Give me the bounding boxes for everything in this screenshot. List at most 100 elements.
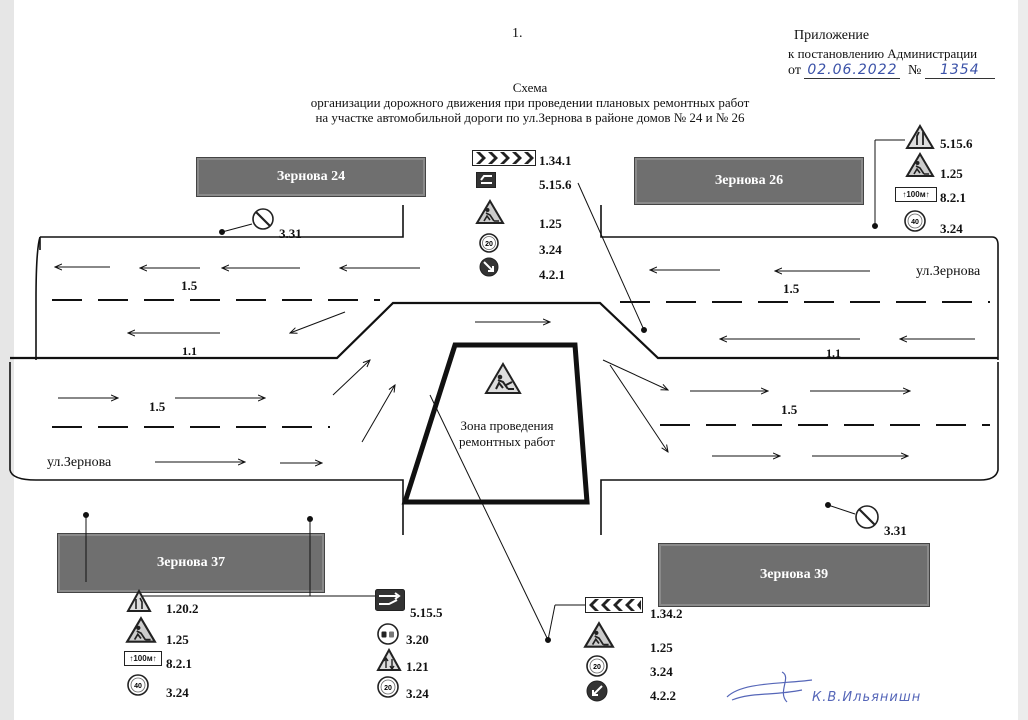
- speed-limit-value: 20: [593, 664, 601, 671]
- sign-code-3-20: 3.20: [406, 632, 429, 647]
- road-edge-bottom-left: [36, 479, 404, 535]
- marking-label-center-right: 1.1: [826, 346, 841, 360]
- building-zernova-26: Зернова 26: [634, 157, 864, 205]
- roadwork-triangle-icon: [475, 199, 505, 224]
- center-line-1-1: [10, 301, 998, 360]
- up-arrow-icon: ↑: [925, 190, 930, 199]
- sign-code-5-15-6-center: 5.15.6: [539, 177, 572, 192]
- keep-direction-sign-4-2-2-icon: [586, 680, 608, 702]
- road-edge-left-lower: [9, 362, 37, 481]
- sign-code-1-34-2: 1.34.2: [650, 606, 683, 621]
- signature-text: К.В.Ильянишн: [812, 690, 922, 705]
- roadwork-triangle-icon: [583, 621, 615, 648]
- traffic-arrows-bottom: [58, 360, 910, 463]
- road-edge-bottom-right: [600, 479, 980, 535]
- page-edge-right: [1018, 0, 1028, 720]
- up-arrow-icon: ↑: [152, 654, 157, 663]
- sign-code-1-20-2: 1.20.2: [166, 601, 199, 616]
- two-way-traffic-sign-icon: [376, 648, 402, 671]
- building-label: Зернова 26: [714, 173, 784, 188]
- speed-limit-sign-icon: 20: [377, 676, 399, 698]
- number-prefix: №: [907, 63, 922, 78]
- road-edge-top-right: [600, 205, 999, 246]
- work-zone-boundary: [401, 342, 590, 505]
- sign-code-1-25-bottom-right: 1.25: [650, 640, 673, 655]
- distance-plate-8-2-1-bottom: ↑100м↑: [124, 651, 162, 666]
- road-narrows-sign-icon: [905, 124, 935, 149]
- roadwork-sign-icon: [484, 362, 522, 394]
- distance-plate-text: 100м: [906, 190, 926, 199]
- sign-pointer-lines: [83, 139, 905, 643]
- work-zone-line1: Зона проведения: [460, 418, 554, 433]
- speed-limit-value: 20: [384, 685, 392, 692]
- chevron-board-1-34-1-icon: [472, 150, 536, 166]
- marking-label-center-left: 1.1: [182, 344, 197, 358]
- sign-code-3-24-bottom-center: 3.24: [406, 686, 429, 701]
- building-zernova-24: Зернова 24: [196, 157, 426, 197]
- street-label-bottom-left: ул.Зернова: [47, 455, 112, 470]
- sign-code-4-2-1: 4.2.1: [539, 267, 565, 282]
- sign-code-1-25-bottom-left: 1.25: [166, 632, 189, 647]
- road-narrows-right-sign-icon: [126, 589, 152, 612]
- road-edge-right-lower: [979, 362, 999, 481]
- up-arrow-icon: ↑: [902, 190, 907, 199]
- road-edge-left: [35, 236, 41, 360]
- sign-code-1-21: 1.21: [406, 659, 429, 674]
- page-edge-left: [0, 0, 14, 720]
- traffic-arrows-top: [55, 267, 975, 339]
- work-zone-label: Зона проведения ремонтных работ: [432, 418, 582, 450]
- appendix-line1: Приложение: [794, 28, 870, 43]
- street-label-top-right: ул.Зернова: [916, 264, 981, 279]
- date-value: 02.06.2022: [804, 62, 901, 79]
- sign-code-8-2-1-bottom: 8.2.1: [166, 656, 192, 671]
- sign-code-8-2-1-right: 8.2.1: [940, 190, 966, 205]
- marking-label-bottom-right: 1.5: [781, 402, 798, 417]
- speed-limit-sign-icon: 20: [586, 655, 608, 677]
- end-restrictions-sign-icon: [855, 505, 879, 529]
- title-line1: Схема: [512, 80, 548, 95]
- roadwork-triangle-icon: [125, 616, 157, 643]
- sign-code-3-24-bottom-left: 3.24: [166, 685, 189, 700]
- marking-label-bottom-left: 1.5: [149, 399, 166, 414]
- speed-limit-value: 20: [485, 241, 493, 248]
- keep-direction-sign-4-2-1-icon: [479, 257, 499, 277]
- speed-limit-sign-icon: 20: [479, 233, 499, 253]
- sign-code-3-24-right: 3.24: [940, 221, 963, 236]
- building-zernova-39: Зернова 39: [658, 543, 930, 607]
- building-zernova-37: Зернова 37: [57, 533, 325, 593]
- speed-limit-value: 40: [134, 683, 142, 690]
- sign-code-1-34-1: 1.34.1: [539, 153, 572, 168]
- work-zone-line2: ремонтных работ: [459, 434, 555, 449]
- distance-plate-text: 100м: [133, 654, 153, 663]
- appendix-line2: к постановлению Администрации: [788, 46, 978, 61]
- appendix-date-row: от 02.06.2022 № 1354: [788, 62, 995, 79]
- building-label: Зернова 24: [276, 169, 346, 184]
- scheme-title: Схема организации дорожного движения при…: [260, 80, 800, 125]
- sign-code-4-2-2: 4.2.2: [650, 688, 676, 703]
- sign-code-5-15-6-right: 5.15.6: [940, 136, 973, 151]
- chevron-board-1-34-2-icon: [585, 597, 643, 613]
- sign-code-1-25-center: 1.25: [539, 216, 562, 231]
- speed-limit-sign-icon: 40: [904, 210, 926, 232]
- end-restrictions-sign-icon: [252, 208, 274, 230]
- sign-code-3-31-top: 3.31: [279, 226, 302, 241]
- title-line2: организации дорожного движения при прове…: [310, 95, 750, 110]
- page-number: 1.: [512, 26, 523, 41]
- no-overtaking-sign-icon: [377, 623, 399, 645]
- distance-plate-8-2-1: ↑100м↑: [895, 187, 937, 202]
- signature-flourish-icon: [726, 671, 813, 703]
- building-label: Зернова 39: [759, 567, 829, 582]
- sign-code-3-24-center: 3.24: [539, 242, 562, 257]
- title-line3: на участке автомобильной дороги по ул.Зе…: [315, 110, 745, 125]
- sign-code-3-24-bottom-right: 3.24: [650, 664, 673, 679]
- sign-code-5-15-5: 5.15.5: [410, 605, 443, 620]
- sign-code-3-31-bottom: 3.31: [884, 523, 907, 538]
- building-label: Зернова 37: [156, 555, 226, 570]
- lane-start-sign-5-15-5-icon: [375, 589, 405, 611]
- date-prefix: от: [788, 63, 801, 78]
- number-value: 1354: [924, 62, 995, 79]
- sign-code-1-25-right: 1.25: [940, 166, 963, 181]
- roadwork-triangle-icon: [905, 152, 935, 177]
- marking-label-top-right: 1.5: [783, 281, 800, 296]
